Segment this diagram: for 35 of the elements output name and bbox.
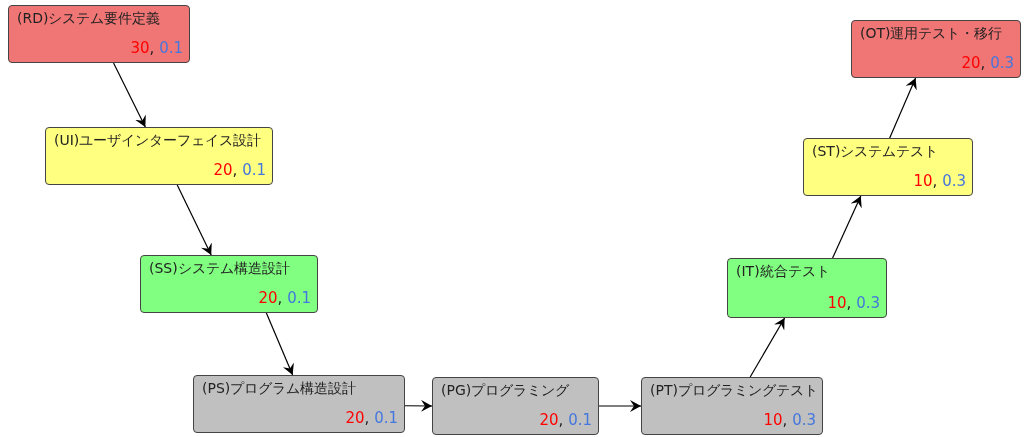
- value-text: 20, 0.1: [345, 409, 398, 427]
- arrow: [598, 400, 642, 412]
- process-title: (PT)プログラミングテスト: [650, 382, 816, 400]
- value-text: 20, 0.1: [258, 289, 311, 307]
- process-title: (RD)システム要件定義: [17, 10, 162, 28]
- value-text: 10, 0.3: [913, 172, 966, 190]
- process-title: (SS)システム構造設計: [149, 260, 291, 278]
- value-text: 10, 0.3: [763, 411, 816, 429]
- process-title: (PS)プログラム構造設計: [202, 380, 358, 398]
- arrow: [404, 399, 433, 412]
- arrow: [176, 184, 212, 256]
- process-box: [851, 20, 1021, 78]
- arrow: [832, 195, 862, 259]
- arrow: [265, 312, 294, 376]
- arrow: [112, 62, 146, 128]
- arrow: [749, 317, 786, 378]
- value-text: 30, 0.1: [130, 39, 183, 57]
- process-title: (UI)ユーザインターフェイス設計: [54, 132, 263, 150]
- process-box: [140, 255, 318, 313]
- process-title: (PG)プログラミング: [441, 382, 571, 400]
- process-box: [45, 127, 273, 185]
- arrow: [889, 77, 917, 139]
- value-text: 20, 0.1: [539, 411, 592, 429]
- process-title: (OT)運用テスト・移行: [860, 25, 1004, 43]
- process-box: [803, 138, 973, 196]
- process-box: [432, 377, 599, 435]
- process-box: [641, 377, 823, 435]
- process-title: (ST)システムテスト: [812, 143, 940, 161]
- process-box: [727, 258, 887, 318]
- value-text: 20, 0.1: [213, 161, 266, 179]
- process-box: [8, 5, 190, 63]
- value-text: 10, 0.3: [827, 294, 880, 312]
- value-text: 20, 0.3: [961, 54, 1014, 72]
- process-box: [193, 375, 405, 433]
- process-title: (IT)統合テスト: [736, 263, 831, 281]
